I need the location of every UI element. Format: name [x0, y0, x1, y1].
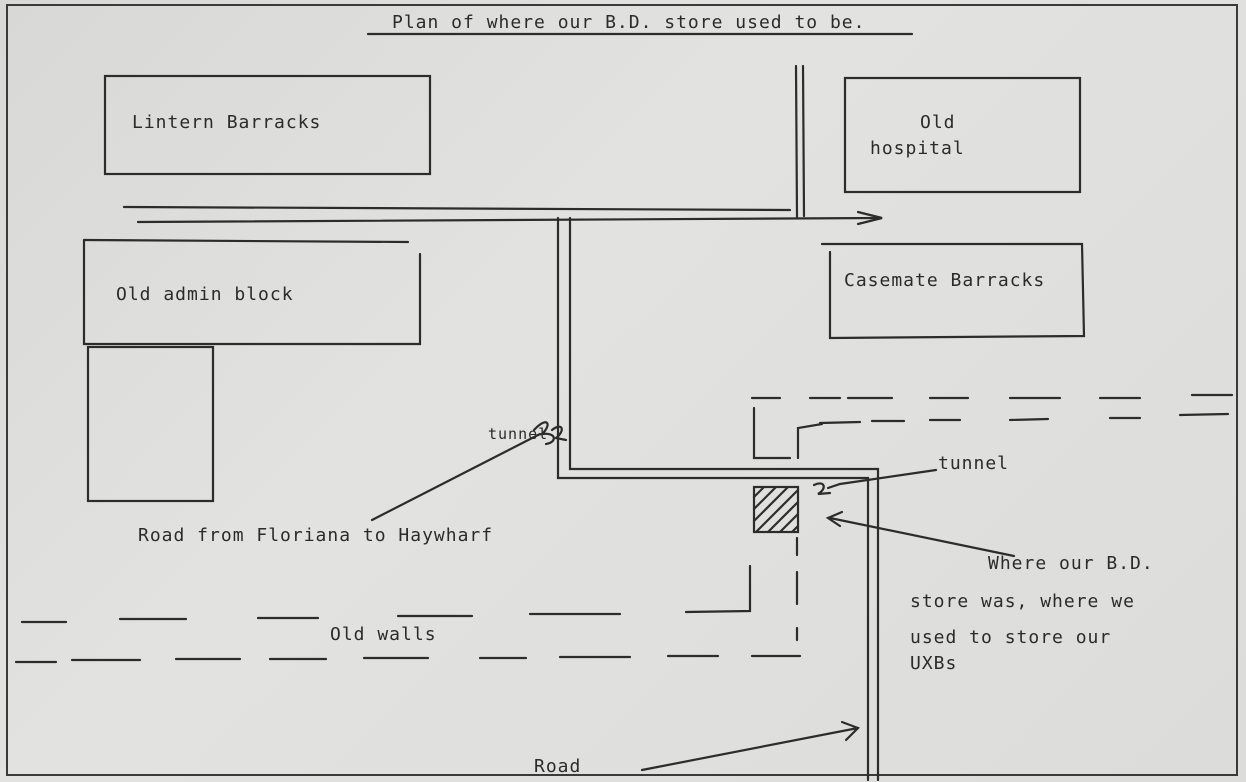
tunnel-mark-left: [532, 421, 555, 446]
label-store-note-line2: store was, where we: [910, 591, 1135, 612]
label-store-note-line4: UXBs: [910, 653, 958, 674]
bd-store-hatching: [752, 485, 800, 534]
label-store-note-line1: Where our B.D.: [988, 553, 1154, 574]
pointer-store-arrowhead: [825, 510, 844, 528]
old-walls-northeast: [750, 393, 1234, 460]
plan-title: Plan of where our B.D. store used to be.: [392, 12, 866, 33]
main-road-bottom: [136, 216, 882, 224]
old-admin-block-body: [82, 238, 422, 346]
pointer-floriana-road: [370, 432, 542, 522]
old-hospital-outline: [843, 76, 1082, 194]
old-admin-block-wing: [86, 345, 215, 503]
pointer-road-arrowhead: [840, 720, 860, 742]
tunnel-mark-right: [812, 482, 832, 496]
label-tunnel-right: tunnel: [938, 453, 1010, 474]
label-tunnel-left: tunnel: [488, 425, 549, 443]
label-road-floriana: Road from Floriana to Haywharf: [138, 525, 494, 546]
main-road-arrow: [856, 210, 883, 226]
vertical-road-north-b: [801, 64, 806, 218]
lintern-barracks-outline: [103, 74, 432, 176]
label-lintern-barracks: Lintern Barracks: [132, 112, 322, 133]
label-old-hospital-line2: hospital: [870, 138, 965, 159]
label-old-hospital-line1: Old: [920, 112, 956, 133]
old-admin-block-outline: [82, 238, 410, 244]
central-road-outer: [556, 216, 870, 782]
pointer-road: [640, 726, 860, 772]
pointer-tunnel-right: [826, 468, 938, 490]
central-road-inner: [568, 216, 880, 782]
label-old-admin-block: Old admin block: [116, 284, 294, 305]
pointer-store: [828, 516, 1016, 558]
main-road-top: [122, 205, 792, 212]
tunnel-mark-left-2: [550, 425, 568, 442]
label-casemate-barracks: Casemate Barracks: [844, 270, 1046, 291]
casemate-barracks-outline: [820, 242, 1086, 340]
old-walls-south: [14, 536, 802, 664]
sheet-border: [6, 4, 1238, 776]
label-store-note-line3: used to store our: [910, 627, 1112, 648]
label-old-walls: Old walls: [330, 624, 437, 645]
label-road: Road: [534, 756, 582, 777]
vertical-road-north-a: [794, 64, 799, 219]
